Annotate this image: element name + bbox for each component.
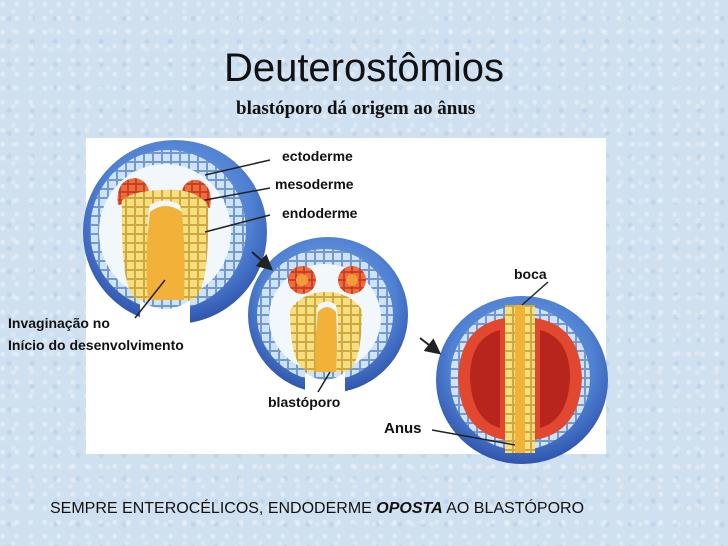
stage-2-embryo: [248, 237, 408, 395]
leader-ectoderme: [204, 159, 271, 176]
leader-anus: [431, 429, 516, 446]
label-invaginacao-line2: Início do desenvolvimento: [8, 337, 184, 353]
leader-invaginacao: [134, 279, 166, 319]
footer-part1: SEMPRE ENTEROCÉLICOS, ENDODERME: [50, 500, 377, 517]
label-boca: boca: [514, 266, 547, 282]
stage-1-embryo: [83, 140, 267, 330]
label-blastoporo: blastóporo: [268, 394, 341, 410]
label-mesoderme: mesoderme: [275, 176, 354, 192]
slide-title: Deuterostômios: [223, 46, 505, 90]
leader-boca: [521, 281, 549, 306]
arrow-stage1-to-2: [251, 251, 273, 271]
label-invaginacao-line1: Invaginação no: [8, 315, 110, 331]
leader-mesoderme: [204, 187, 271, 201]
leader-blastoporo: [317, 371, 331, 393]
label-anus: Anus: [384, 420, 422, 437]
stage-3-embryo: [436, 296, 608, 464]
footer-text: SEMPRE ENTEROCÉLICOS, ENDODERME OPOSTA A…: [50, 500, 584, 518]
footer-part2: AO BLASTÓPORO: [442, 500, 585, 517]
slide-subtitle: blastóporo dá origem ao ânus: [236, 98, 476, 119]
label-ectoderme: ectoderme: [282, 148, 353, 164]
label-endoderme: endoderme: [282, 205, 358, 221]
leader-endoderme: [204, 214, 271, 233]
footer-emphasis: OPOSTA: [376, 500, 443, 517]
arrow-stage2-to-3: [419, 337, 442, 355]
